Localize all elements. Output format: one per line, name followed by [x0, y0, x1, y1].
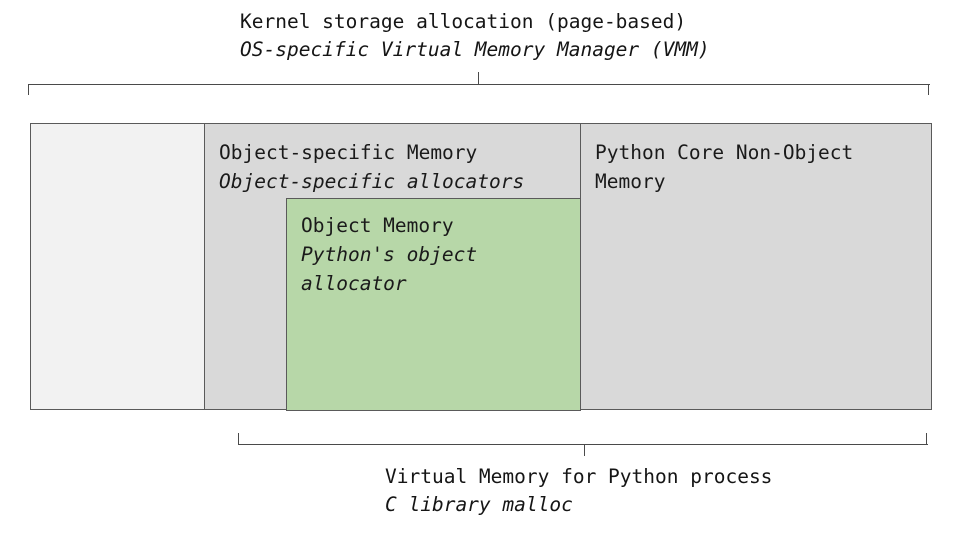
- panel-python-core-non-object-memory: Python Core Non-Object Memory: [581, 124, 931, 409]
- bottom-caption-line-2: C library malloc: [385, 493, 573, 516]
- object-memory-line-1: Object Memory: [301, 214, 454, 237]
- panel-python-core-line-1: Python Core Non-Object Memory: [595, 141, 854, 193]
- object-memory-box: Object Memory Python's object allocator: [286, 198, 581, 411]
- top-caption-line-2: OS-specific Virtual Memory Manager (VMM): [240, 38, 710, 61]
- top-brace-right-cap: [928, 84, 929, 95]
- object-memory-line-2: Python's object allocator: [301, 243, 478, 295]
- bottom-brace-bar: [238, 444, 928, 445]
- bottom-caption-line-1: Virtual Memory for Python process: [385, 465, 773, 488]
- top-brace-left-cap: [28, 84, 29, 95]
- bottom-brace-center-tick: [584, 444, 585, 456]
- top-caption: Kernel storage allocation (page-based) O…: [240, 8, 710, 64]
- bottom-caption: Virtual Memory for Python process C libr…: [385, 463, 772, 519]
- top-caption-line-1: Kernel storage allocation (page-based): [240, 10, 687, 33]
- top-brace-bar: [28, 84, 930, 85]
- top-brace-center-tick: [478, 72, 479, 84]
- bottom-brace-right-cap: [926, 433, 927, 444]
- panel-unused-region: [31, 124, 205, 409]
- panel-object-specific-line-2: Object-specific allocators: [219, 170, 525, 193]
- bottom-brace-left-cap: [238, 433, 239, 444]
- panel-object-specific-line-1: Object-specific Memory: [219, 141, 478, 164]
